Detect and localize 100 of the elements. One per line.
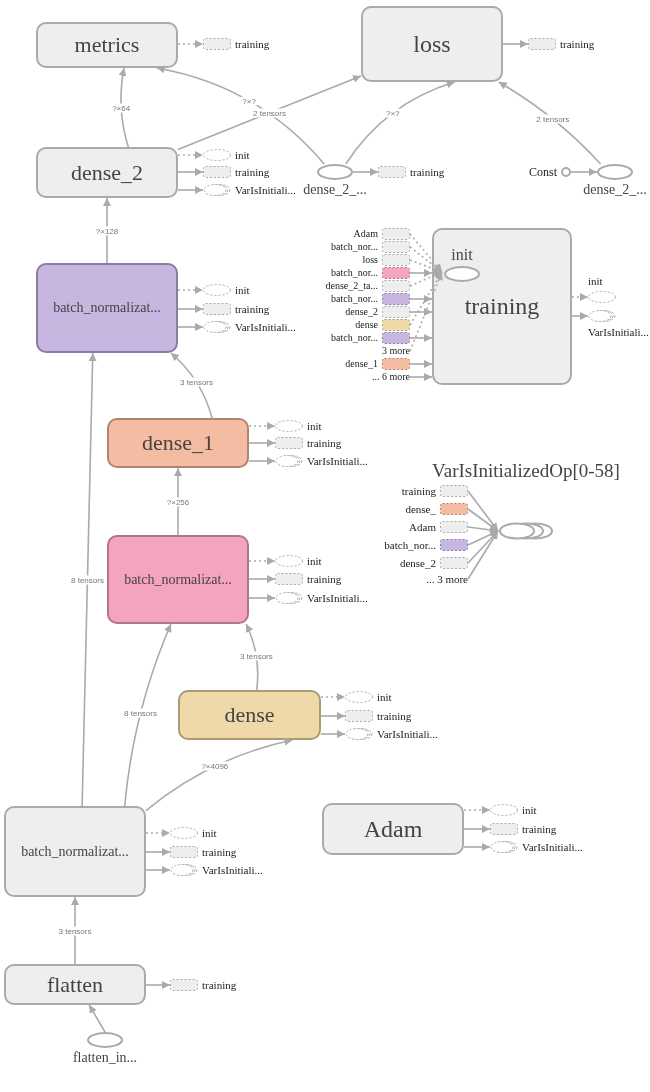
op-node-box <box>178 690 321 740</box>
node-label: training <box>410 166 445 178</box>
op-node-box <box>432 228 572 385</box>
edge-label: ?×? <box>241 96 257 106</box>
arrow <box>118 67 130 148</box>
arrow <box>145 981 171 989</box>
dashed-arrow <box>463 806 491 814</box>
node-label: flatten <box>46 971 104 998</box>
arrow <box>467 508 499 532</box>
node-label: ... 6 more <box>371 371 410 383</box>
node-label: init <box>451 246 473 264</box>
arrow <box>71 896 79 965</box>
node-label: training <box>377 710 412 722</box>
node-label: VarIsInitiali... <box>235 321 296 333</box>
arrow <box>571 312 589 320</box>
node-label: batch_nor... <box>331 332 378 344</box>
node-label: batch_nor... <box>384 539 436 551</box>
node-label: dense <box>355 319 378 331</box>
dashed-arrow <box>177 286 204 294</box>
arrow <box>177 323 204 331</box>
arrow <box>248 594 276 602</box>
op-node-box <box>322 803 464 855</box>
node-label: init <box>522 804 537 816</box>
dashed-arrow <box>409 233 443 273</box>
edge-label: 8 tensors <box>123 708 158 718</box>
arrow <box>409 308 433 316</box>
arrow <box>463 825 491 833</box>
node-label: init <box>588 275 603 287</box>
arrow <box>103 197 111 264</box>
edge-label: ?×128 <box>94 226 120 235</box>
arrow <box>467 490 499 532</box>
edge-label: 3 tensors <box>238 651 274 661</box>
arrow <box>170 352 213 419</box>
dashed-arrow <box>409 259 443 273</box>
node-label: dense_1 <box>141 430 215 456</box>
dashed-arrow <box>320 693 346 701</box>
node-label: init <box>307 555 322 567</box>
arrow <box>502 40 529 48</box>
node-label: VarIsInitiali... <box>377 728 438 740</box>
node-label: batch_normalizat... <box>124 571 232 588</box>
arrow <box>145 848 171 856</box>
arrow <box>409 360 433 368</box>
arrow <box>177 75 362 151</box>
edge-label: 8 tensors <box>70 575 105 584</box>
node-label: init <box>377 691 392 703</box>
arrow <box>352 168 379 176</box>
dashed-arrow <box>409 271 443 287</box>
node-label: Adam <box>353 228 378 240</box>
arrow <box>155 65 325 165</box>
op-node-box <box>361 6 503 82</box>
edge-label: 3 tensors <box>179 377 214 387</box>
node-label: VarIsInitiali... <box>522 841 583 853</box>
arrow <box>467 526 499 534</box>
node-label: dense_2_... <box>303 182 367 198</box>
edge-label: ?×4096 <box>200 761 230 771</box>
node-label: training <box>307 437 342 449</box>
node-label: dense_2 <box>70 159 144 186</box>
edge-label: ?×64 <box>111 103 132 113</box>
arrow <box>409 334 433 342</box>
dashed-arrow <box>409 246 443 273</box>
node-label: dense_2_ta... <box>325 280 378 292</box>
node-label: loss <box>362 254 378 266</box>
arrow <box>248 457 276 465</box>
node-label: VarIsInitiali... <box>202 864 263 876</box>
node-label: VarIsInitiali... <box>307 455 368 467</box>
node-label: VarIsInitializedOp[0-58] <box>432 460 620 482</box>
edge-label: 2 tensors <box>535 114 571 124</box>
node-label: init <box>307 420 322 432</box>
arrow <box>409 269 433 277</box>
arrow <box>467 530 499 580</box>
node-label: batch_normalizat... <box>53 300 161 316</box>
arrow <box>570 168 598 176</box>
arrow <box>174 467 182 536</box>
node-label: init <box>235 284 250 296</box>
node-label: training <box>522 823 557 835</box>
node-label: init <box>235 149 250 161</box>
arrow <box>463 843 491 851</box>
arrow <box>88 1004 106 1033</box>
edge-label: ?×? <box>384 108 401 118</box>
dashed-arrow <box>248 422 276 430</box>
node-label: loss <box>413 30 451 58</box>
node-label: flatten_in... <box>72 1050 138 1066</box>
node-label: VarIsInitiali... <box>235 184 296 196</box>
node-label: dense_2 <box>345 306 378 318</box>
arrow <box>248 575 276 583</box>
arrow <box>177 305 204 313</box>
node-label: ... 3 more <box>426 573 468 585</box>
node-label: Adam <box>363 815 423 843</box>
arrow <box>497 81 602 165</box>
arrow <box>177 168 204 176</box>
node-label: dense_1 <box>345 358 378 370</box>
node-label: training <box>307 573 342 585</box>
edge-label: ?×256 <box>165 497 191 506</box>
arrow <box>145 866 171 874</box>
node-label: training <box>560 38 595 50</box>
node-label: init <box>202 827 217 839</box>
arrow <box>245 623 259 691</box>
node-label: dense_2 <box>399 557 436 569</box>
node-label: 3 more <box>381 345 410 357</box>
dashed-arrow <box>409 271 443 326</box>
